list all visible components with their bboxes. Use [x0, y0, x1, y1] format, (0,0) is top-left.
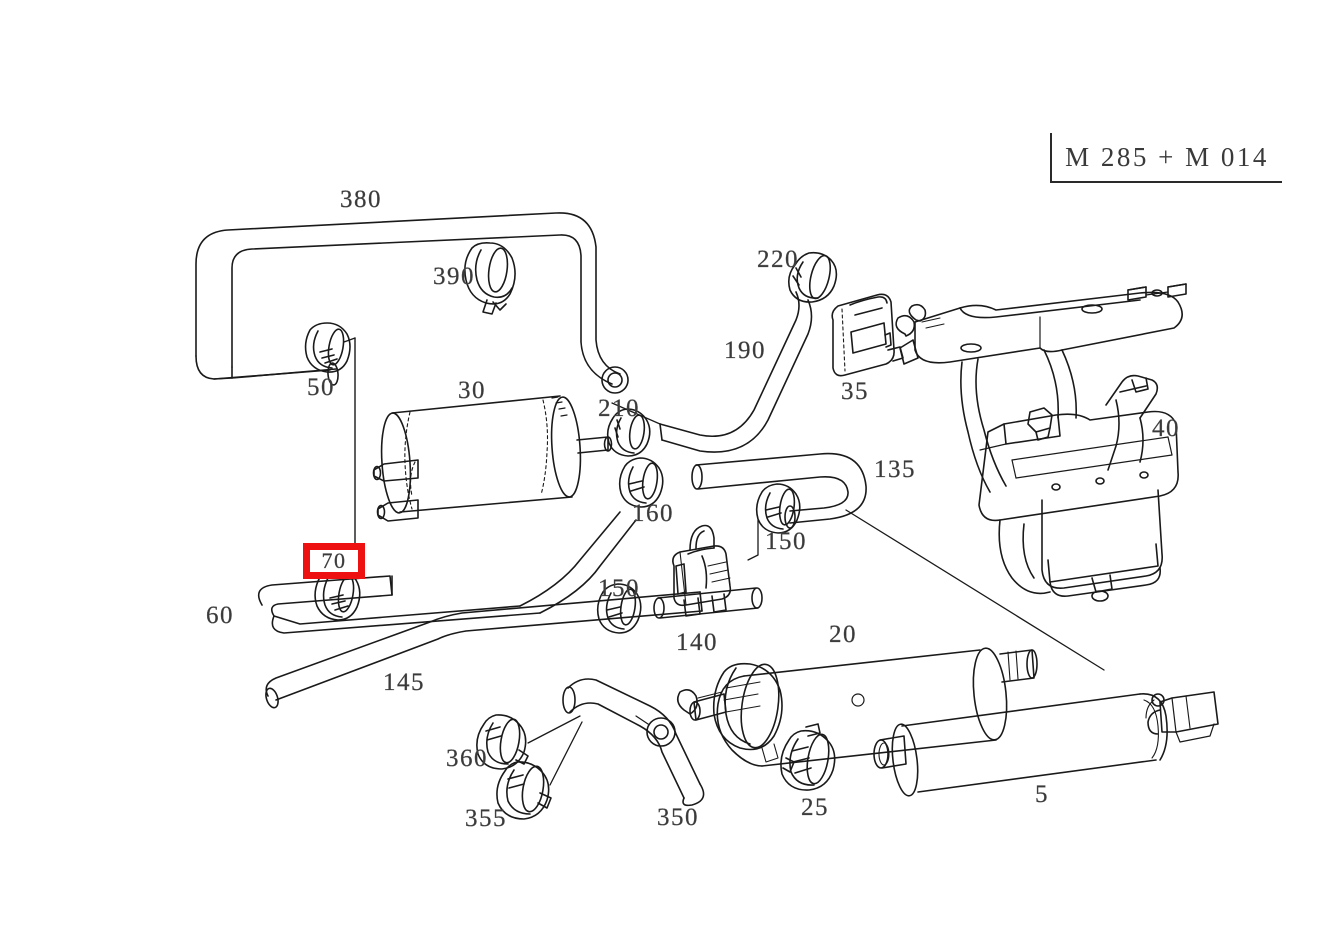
leader-135-to-5: [845, 509, 1105, 671]
hose-connector-upper: [519, 511, 637, 614]
clamp-355: [496, 761, 552, 820]
clamp-390: [464, 242, 516, 315]
part-label-60: 60: [206, 602, 234, 629]
highlighted-part-box: 70: [303, 543, 365, 579]
part-label-50: 50: [307, 374, 335, 401]
part-label-380: 380: [340, 186, 382, 213]
hose-350: [562, 678, 705, 807]
eyelet-small: [851, 693, 865, 707]
part-label-135: 135: [874, 456, 916, 483]
leader-210: [611, 402, 661, 425]
part-label-40: 40: [1152, 415, 1180, 442]
part-label-210: 210: [598, 395, 640, 422]
part-label-145: 145: [383, 669, 425, 696]
part-label-150-lower: 150: [598, 575, 640, 602]
variant-code-box: M 285 + M 014: [1050, 133, 1282, 183]
leader-150-upper: [747, 519, 759, 561]
part-label-350: 350: [657, 804, 699, 831]
part-label-140: 140: [676, 629, 718, 656]
clamp-150-upper: [755, 483, 801, 534]
component-35: [831, 293, 904, 377]
clamp-50: [304, 322, 351, 373]
part-label-25: 25: [801, 794, 829, 821]
clamp-150-lower: [596, 583, 642, 634]
part-label-360: 360: [446, 745, 488, 772]
hose-135: [691, 452, 867, 529]
part-label-20: 20: [829, 621, 857, 648]
hose-380: [195, 212, 629, 394]
clamp-25: [780, 723, 836, 791]
hose-190: [659, 291, 813, 453]
variant-code-text: M 285 + M 014: [1065, 141, 1269, 172]
bracket-assembly-40: [895, 283, 1187, 602]
part-label-220: 220: [757, 246, 799, 273]
fuel-filter-30: [372, 395, 613, 522]
part-label-70: 70: [321, 548, 347, 573]
part-label-5: 5: [1035, 781, 1049, 808]
part-label-160: 160: [632, 500, 674, 527]
part-label-30: 30: [458, 377, 486, 404]
muffler-5: [873, 691, 1219, 797]
part-label-390: 390: [433, 263, 475, 290]
clamp-360: [476, 714, 529, 770]
part-label-355: 355: [465, 805, 507, 832]
hose-145: [265, 591, 703, 709]
part-label-150-upper: 150: [765, 528, 807, 555]
valve-140: [653, 524, 763, 619]
leader-360: [527, 715, 581, 744]
leader-355: [549, 721, 583, 786]
clamp-220: [788, 251, 838, 303]
hose-60: [257, 575, 541, 634]
part-label-190: 190: [724, 337, 766, 364]
part-label-35: 35: [841, 378, 869, 405]
clamp-160: [618, 457, 664, 508]
